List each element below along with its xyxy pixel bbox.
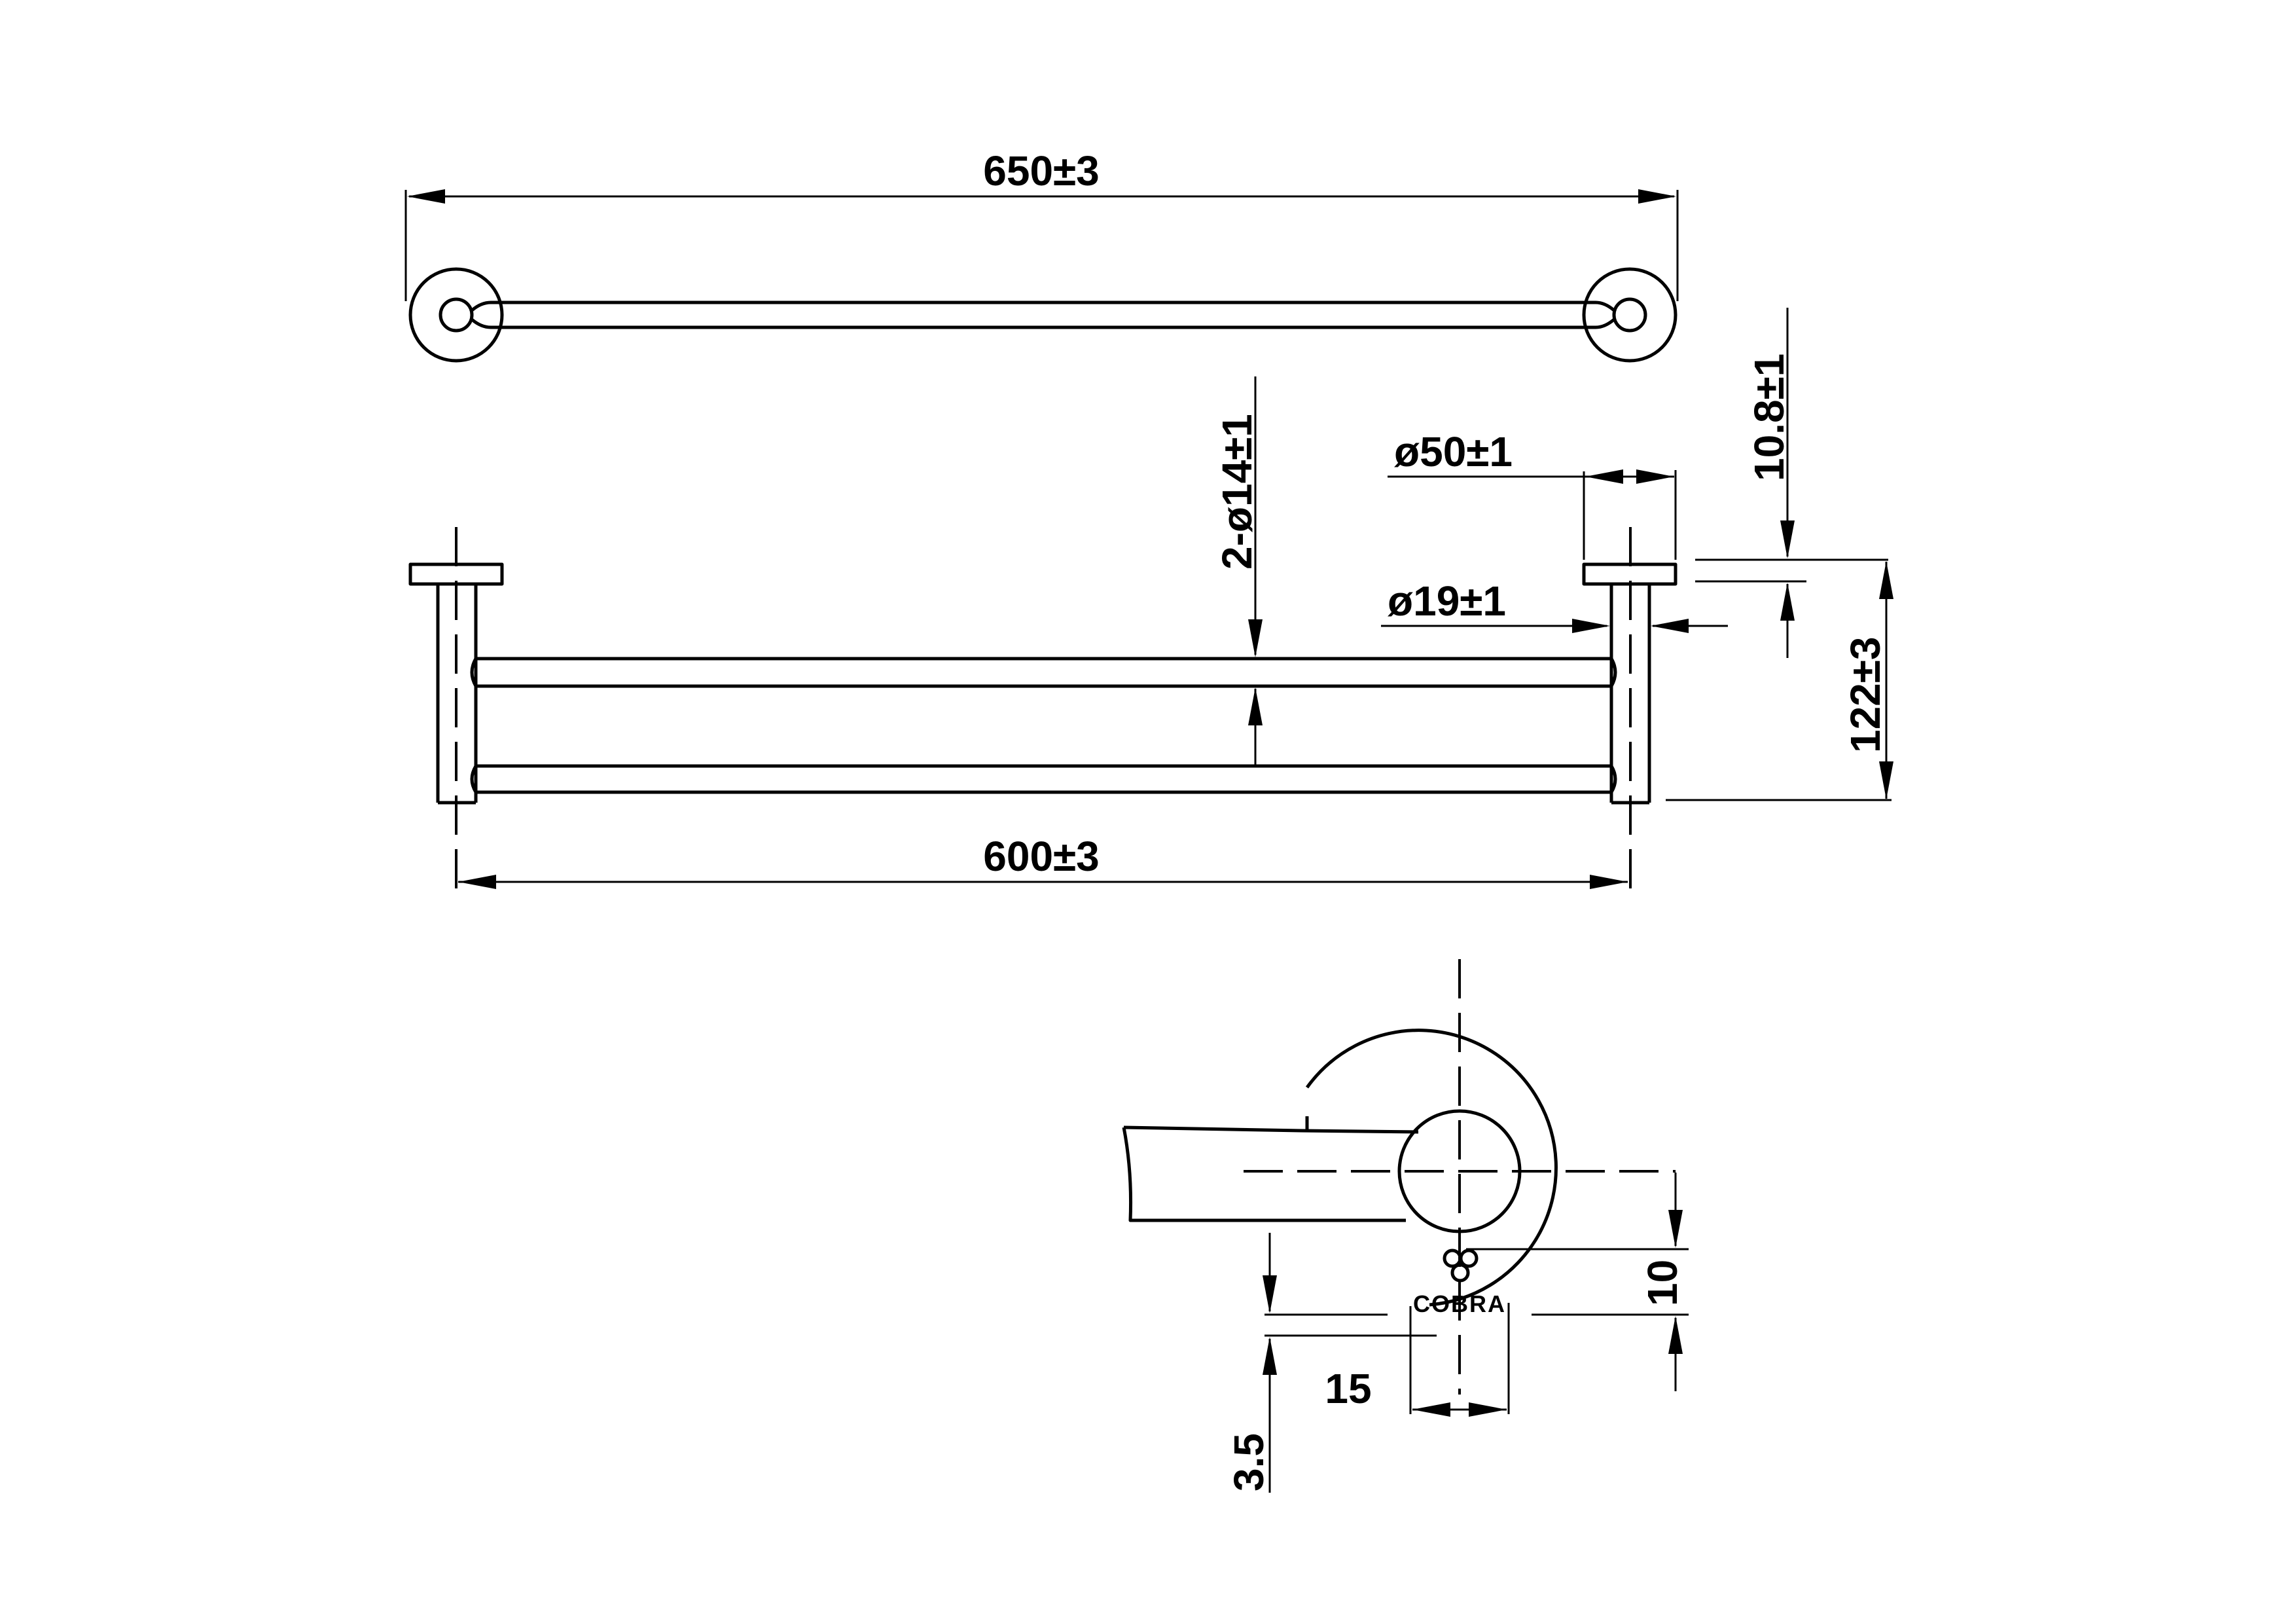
arrow-up-icon (1879, 561, 1893, 599)
top-view: 650±3 (404, 147, 1679, 363)
left-post-section (439, 297, 474, 333)
arrow-right-icon (1638, 189, 1676, 204)
arrow-up-icon (1263, 1337, 1277, 1375)
logo-swirl-right (1459, 1249, 1479, 1268)
projection-label: 122±3 (1842, 637, 1889, 754)
right-base-plate (1582, 267, 1677, 363)
arrow-right-icon (1469, 1402, 1507, 1417)
arrow-left-icon (1585, 469, 1623, 484)
arrow-down-icon (1780, 520, 1795, 558)
arrow-left-icon (407, 189, 445, 204)
arrow-up-icon (1668, 1316, 1683, 1354)
arrow-right-icon (1572, 619, 1610, 633)
post-width-label: 15 (1325, 1365, 1371, 1412)
top-rail-left-joint (471, 301, 492, 329)
arrow-left-icon (1412, 1402, 1450, 1417)
top-rail-right-joint (1595, 301, 1615, 329)
arrow-left-icon (458, 875, 496, 889)
arrow-up-icon (1248, 687, 1263, 725)
front-view: 2-ø14±1 ø50±1 ø19±1 10.8±1 122±3 600±3 (408, 308, 1893, 890)
cobra-logo: COBRA (1413, 1249, 1506, 1317)
rail-arm-outline (1122, 1125, 1419, 1222)
logo-swirl-bottom (1450, 1263, 1470, 1283)
post-section-outline (1397, 1109, 1522, 1233)
arrow-down-icon (1668, 1210, 1683, 1248)
brand-name: COBRA (1413, 1290, 1506, 1317)
left-base-plate (408, 267, 504, 363)
post-diameter-label: ø19±1 (1388, 577, 1506, 625)
arrow-up-icon (1780, 583, 1795, 621)
end-gap-label: 3.5 (1225, 1433, 1272, 1491)
arrow-down-icon (1248, 619, 1263, 657)
arrow-right-icon (1590, 875, 1628, 889)
arrow-down-icon (1263, 1275, 1277, 1313)
base-plate-outline (1305, 1029, 1558, 1307)
base-diameter-label: ø50±1 (1394, 428, 1513, 475)
rail-diameter-label: 2-ø14±1 (1213, 414, 1261, 570)
base-thickness-label: 10.8±1 (1746, 354, 1793, 481)
right-post-section (1612, 297, 1647, 333)
arrow-down-icon (1879, 761, 1893, 799)
arrow-left-icon (1651, 619, 1689, 633)
overall-length-label: 650±3 (983, 147, 1100, 194)
end-offset-label: 10 (1639, 1260, 1686, 1306)
bracket-spacing-label: 600±3 (983, 833, 1100, 880)
lower-rail-ends (470, 765, 1617, 793)
upper-rail-ends (470, 657, 1617, 687)
side-view: COBRA 10 3.5 15 (1122, 959, 1689, 1493)
arrow-right-icon (1636, 469, 1674, 484)
